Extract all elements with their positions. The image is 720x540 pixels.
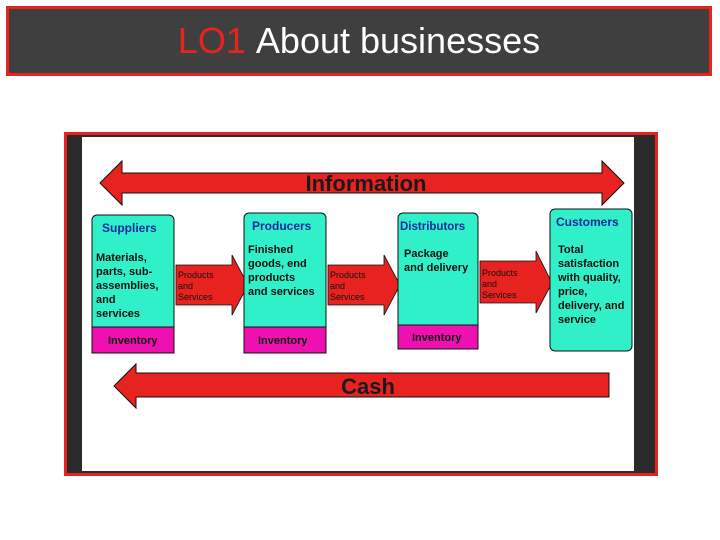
flow-label-line: Services — [178, 292, 213, 302]
stage-body-line: Finished — [248, 244, 293, 256]
stage-header: Suppliers — [102, 221, 157, 235]
flow-label-line: and — [178, 281, 193, 291]
information-label: Information — [306, 171, 427, 196]
diagram-canvas: Information Suppliers Materials, parts, … — [82, 137, 634, 471]
stage-body-line: products — [248, 272, 295, 284]
stage-body-line: service — [558, 314, 596, 326]
stage-body: Total satisfaction with quality, price, … — [557, 244, 628, 326]
stage-producers: Producers Finished goods, end products a… — [243, 212, 327, 354]
flow-label: Products and Services — [330, 270, 368, 302]
title-text: About businesses — [255, 20, 541, 61]
stage-body-line: and services — [248, 286, 315, 298]
stage-header: Producers — [252, 219, 312, 233]
flow-label-line: and — [330, 281, 345, 291]
inventory-label: Inventory — [258, 335, 308, 347]
stage-body: Package and delivery — [404, 248, 469, 274]
supply-chain-diagram: Information Suppliers Materials, parts, … — [91, 159, 633, 410]
cash-arrow — [113, 362, 610, 410]
inventory-label: Inventory — [412, 332, 462, 344]
flow-label: Products and Services — [482, 268, 520, 300]
flow-arrow-2: Products and Services — [327, 254, 401, 316]
information-arrow — [99, 159, 625, 207]
stage-body-line: price, — [558, 286, 587, 298]
stage-body-line: delivery, and — [558, 300, 624, 312]
flow-label-line: Products — [482, 268, 518, 278]
stage-header: Customers — [556, 215, 619, 229]
cash-label: Cash — [341, 374, 395, 399]
stage-customers: Customers Total satisfaction with qualit… — [549, 208, 633, 352]
flow-label-line: Products — [330, 270, 366, 280]
title-code: LO1 — [177, 20, 246, 61]
stage-body-line: and delivery — [404, 262, 469, 274]
stage-body: Materials, parts, sub- assemblies, and s… — [96, 252, 161, 320]
slide-title-bar: LO1 About businesses — [6, 6, 712, 76]
stage-body-line: Total — [558, 244, 583, 256]
stage-body-line: Package — [404, 248, 449, 260]
diagram-frame: Information Suppliers Materials, parts, … — [64, 132, 658, 476]
flow-label-line: Services — [482, 290, 517, 300]
stage-distributors: Distributors Package and delivery Invent… — [397, 212, 479, 350]
stage-body-line: assemblies, — [96, 280, 158, 292]
flow-label-line: and — [482, 279, 497, 289]
stage-header: Distributors — [400, 221, 465, 233]
stage-body-line: with quality, — [557, 272, 621, 284]
flow-label-line: Products — [178, 270, 214, 280]
flow-arrow-3: Products and Services — [479, 250, 553, 314]
stage-body-line: goods, end — [248, 258, 307, 270]
stage-body: Finished goods, end products and service… — [248, 244, 315, 298]
inventory-label: Inventory — [108, 335, 158, 347]
flow-label-line: Services — [330, 292, 365, 302]
stage-body-line: services — [96, 308, 140, 320]
flow-label: Products and Services — [178, 270, 216, 302]
stage-suppliers: Suppliers Materials, parts, sub- assembl… — [91, 214, 175, 354]
stage-body-line: parts, sub- — [96, 266, 153, 278]
stage-body-line: Materials, — [96, 252, 147, 264]
flow-arrow-1: Products and Services — [175, 254, 249, 316]
stage-body-line: satisfaction — [558, 258, 619, 270]
stage-body-line: and — [96, 294, 116, 306]
